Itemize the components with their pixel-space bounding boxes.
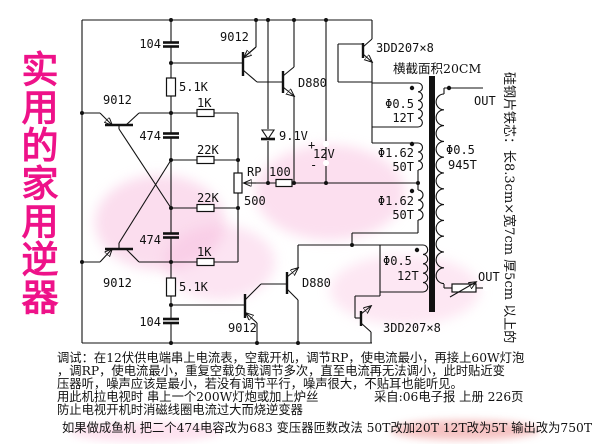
component-symbols bbox=[163, 41, 490, 325]
battery-voltage-label: 12V bbox=[313, 147, 335, 161]
note-line-2: ，调RP，使电流最小，重复空载负载调节多次，直至电流再无法调小，此时贴近变 bbox=[57, 364, 505, 378]
page-title: 实用的家用逆器 bbox=[15, 50, 59, 316]
rp-value-label: 500 bbox=[244, 194, 266, 208]
res-100-label: 100 bbox=[269, 165, 291, 179]
source-reference: 采自:06电子报 上册 226页 bbox=[374, 390, 524, 404]
res-1k-bot-label: 1K bbox=[197, 245, 212, 259]
note-line-1: 调试：在12伏供电端串上电流表，空载开机，调节RP，使电流最小，再接上60W灯泡 bbox=[57, 351, 525, 365]
res-22k-top-label: 22K bbox=[197, 143, 219, 157]
cap-104-bot-label: 104 bbox=[139, 315, 161, 329]
transistor-3dd207-top-label: 3DD207×8 bbox=[376, 41, 434, 55]
transistor-9012-botcenter-label: 9012 bbox=[228, 321, 257, 335]
transistor-9012-botleft-label: 9012 bbox=[103, 276, 132, 290]
winding4-turns-label: 12T bbox=[397, 269, 419, 283]
out-bot-label: OUT bbox=[478, 270, 500, 284]
transistor-d880-top-label: D880 bbox=[298, 76, 327, 90]
transistor-9012-topcenter-label: 9012 bbox=[220, 30, 249, 44]
note-line-6: 如果做成鱼机 把二个474电容改为683 变压器匝数改法 50T改加20T 12… bbox=[62, 421, 593, 435]
res-51k-bot-label: 5.1K bbox=[179, 280, 209, 294]
cap-474-top-label: 474 bbox=[139, 129, 161, 143]
note-line-4: 用此机拉电视时 串上一个200W灯炮或加上炉丝 bbox=[57, 390, 319, 404]
winding1-wire-label: Φ0.5 bbox=[385, 97, 414, 111]
schematic-labels: 104 9012 3DD207×8 横截面积20CM 5.1K 1K 9012 … bbox=[103, 30, 500, 335]
note-line-5: 防止电视开机时消磁线圈电流过大而烧逆变器 bbox=[57, 403, 303, 417]
transistor-3dd207-bot-label: 3DD207×8 bbox=[383, 321, 441, 335]
transistor-d880-bot-label: D880 bbox=[302, 276, 331, 290]
zener-value-label: 9.1V bbox=[279, 129, 308, 143]
winding4-wire-label: Φ0.5 bbox=[383, 254, 412, 268]
cap-104-top-label: 104 bbox=[139, 37, 161, 51]
winding2-turns-label: 50T bbox=[392, 160, 414, 174]
res-1k-top-label: 1K bbox=[197, 96, 212, 110]
secondary-turns-label: 945T bbox=[448, 158, 477, 172]
res-22k-bot-label: 22K bbox=[197, 191, 219, 205]
battery-minus-sign: - bbox=[310, 158, 317, 172]
winding3-turns-label: 50T bbox=[392, 208, 414, 222]
res-51k-top-label: 5.1K bbox=[179, 80, 209, 94]
winding2-wire-label: Φ1.62 bbox=[378, 146, 414, 160]
junction-dots bbox=[80, 18, 452, 345]
secondary-wire-label: Φ0.5 bbox=[446, 143, 475, 157]
winding1-turns-label: 12T bbox=[392, 111, 414, 125]
core-area-label: 横截面积20CM bbox=[393, 61, 481, 76]
rp-label: RP bbox=[247, 165, 261, 179]
out-top-label: OUT bbox=[474, 94, 496, 108]
transistor-9012-topleft-label: 9012 bbox=[103, 93, 132, 107]
battery-plus-sign: + bbox=[308, 138, 315, 152]
note-line-3: 压器听，噪声应该是最小，若没有调节平行，噪声很大，不贴耳也能听见。 bbox=[57, 377, 463, 391]
transistor-symbols bbox=[99, 43, 372, 326]
cap-474-bot-label: 474 bbox=[139, 233, 161, 247]
winding3-wire-label: Φ1.62 bbox=[378, 194, 414, 208]
